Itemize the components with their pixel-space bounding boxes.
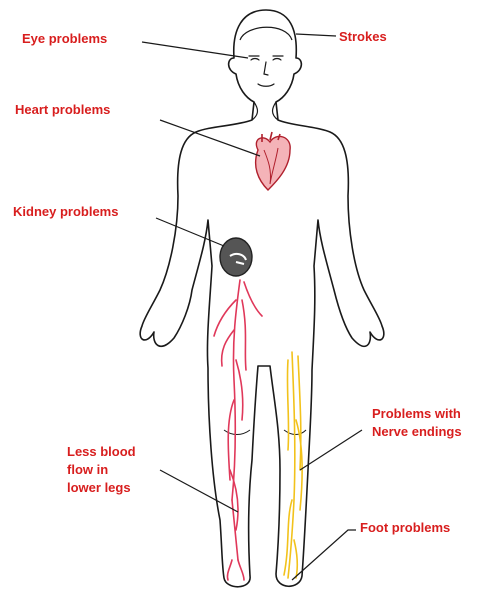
hair-line xyxy=(240,27,292,40)
legs-label-line-3: lower legs xyxy=(67,479,136,497)
eye-problems-label: Eye problems xyxy=(22,30,107,48)
eye-leader-line xyxy=(142,42,248,58)
heart-problems-label: Heart problems xyxy=(15,101,110,119)
nerve-endings-label: Problems with Nerve endings xyxy=(372,405,462,441)
legs-leader-line xyxy=(160,470,238,512)
heart-icon xyxy=(256,132,291,190)
nerve-label-line-2: Nerve endings xyxy=(372,423,462,441)
kidney-leader-line xyxy=(156,218,224,246)
strokes-leader-line xyxy=(296,34,336,36)
legs-label-line-2: flow in xyxy=(67,461,136,479)
nerve-lines xyxy=(284,352,302,578)
foot-problems-label: Foot problems xyxy=(360,519,450,537)
strokes-label: Strokes xyxy=(339,28,387,46)
legs-label-line-1: Less blood xyxy=(67,443,136,461)
nerve-label-line-1: Problems with xyxy=(372,405,462,423)
face-features xyxy=(249,56,283,86)
kidney-problems-label: Kidney problems xyxy=(13,203,118,221)
heart-leader-line xyxy=(160,120,260,156)
neck-lines xyxy=(252,102,278,120)
lower-legs-label: Less blood flow in lower legs xyxy=(67,443,136,497)
kidney-icon xyxy=(220,238,252,276)
body-outline xyxy=(140,10,384,587)
